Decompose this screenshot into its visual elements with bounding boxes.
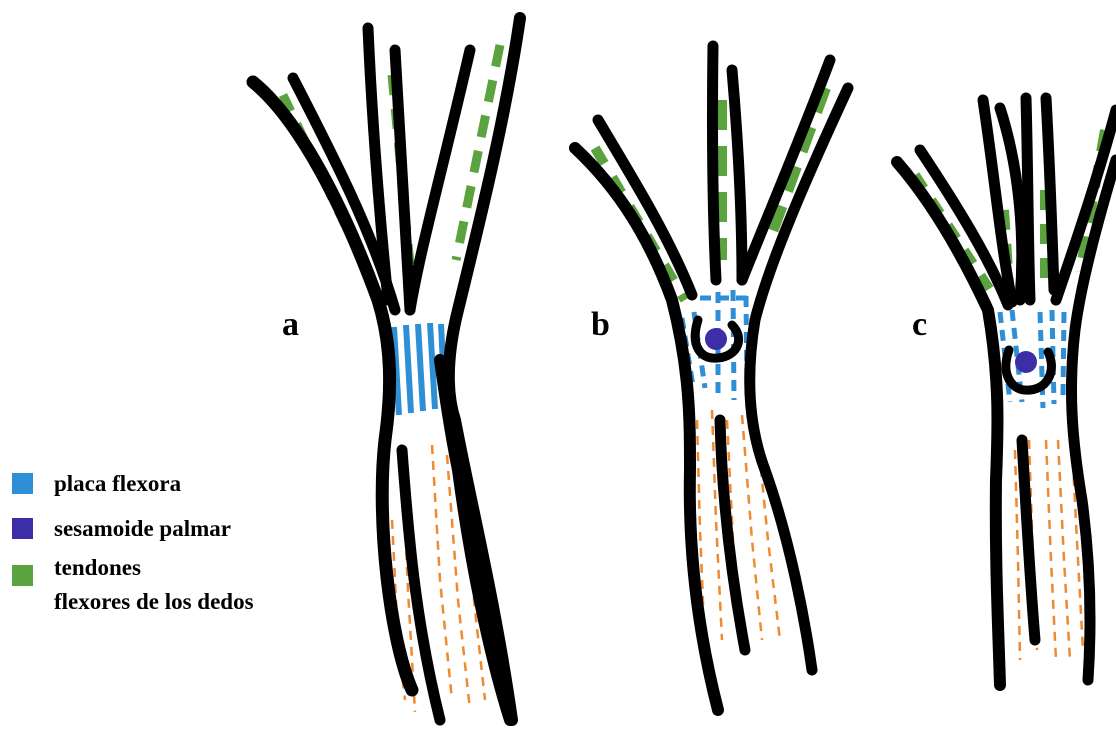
panel-a-label: a	[282, 306, 299, 343]
legend-item-tendones: tendones flexores de los dedos	[12, 555, 254, 614]
panel-b-sesamoide-palmar	[705, 328, 727, 350]
legend-item-placa-flexora: placa flexora	[12, 471, 182, 496]
legend-label-tendones: tendones	[54, 555, 141, 580]
legend-swatch-tendones	[12, 565, 33, 586]
legend-label-placa-flexora: placa flexora	[54, 471, 182, 496]
panel-b: b	[575, 46, 848, 710]
legend: placa flexora sesamoide palmar tendones …	[12, 471, 254, 614]
legend-item-sesamoide-palmar: sesamoide palmar	[12, 516, 231, 541]
legend-label-tendones-line2: flexores de los dedos	[54, 589, 254, 614]
panel-a: a	[253, 18, 520, 720]
panel-b-label: b	[591, 306, 610, 343]
legend-label-sesamoide-palmar: sesamoide palmar	[54, 516, 231, 541]
legend-swatch-sesamoide-palmar	[12, 518, 33, 539]
panel-c-sesamoide-palmar	[1015, 351, 1037, 373]
panel-c-label: c	[912, 306, 927, 343]
legend-swatch-placa-flexora	[12, 473, 33, 494]
panel-c: c	[897, 98, 1116, 685]
